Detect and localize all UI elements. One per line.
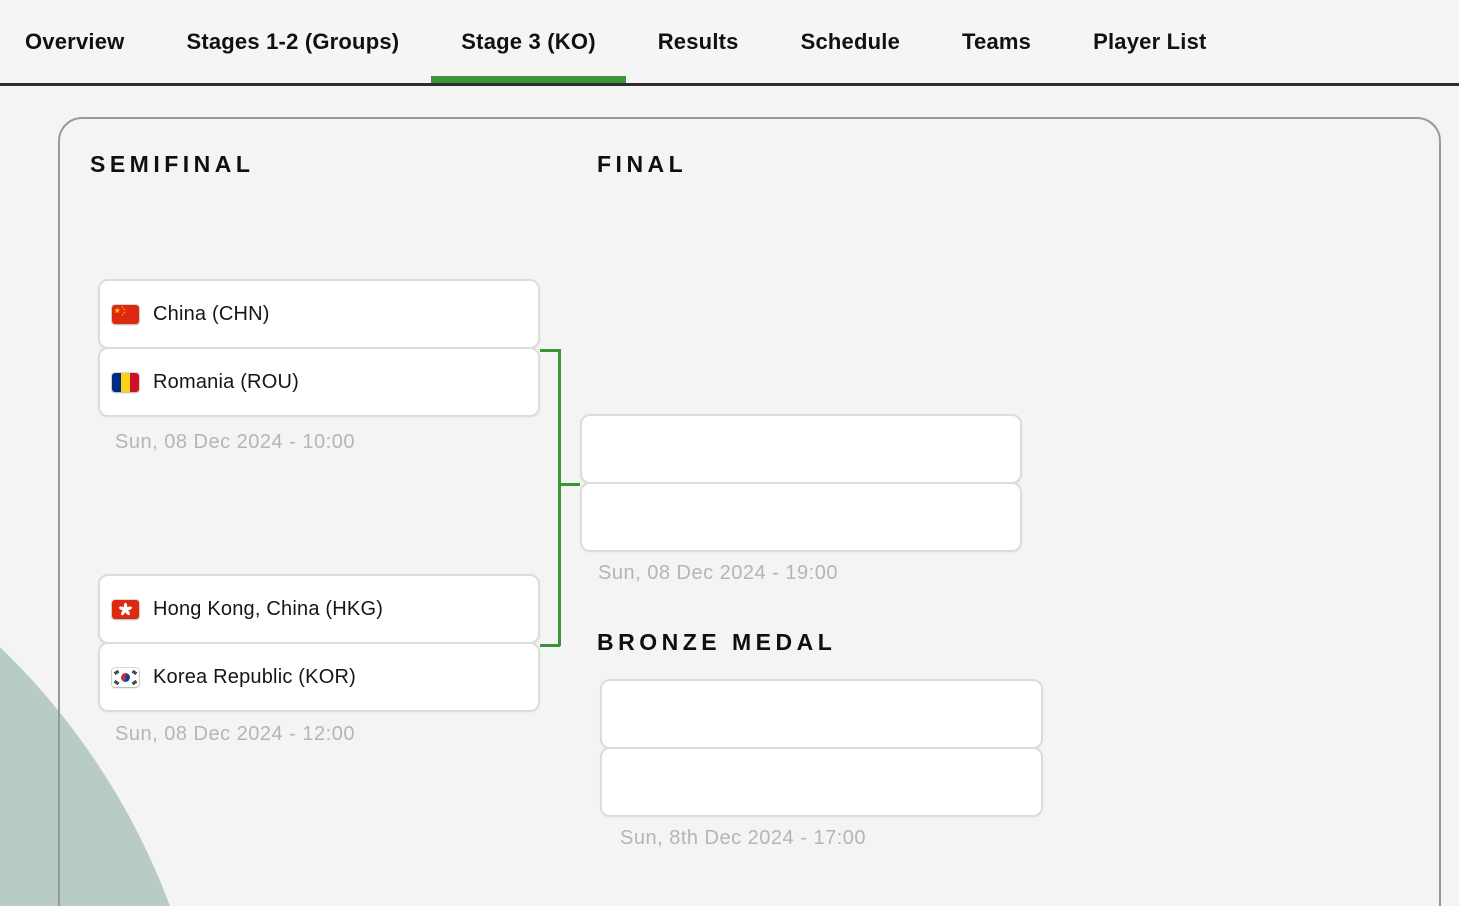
semifinal-match-2-datetime: Sun, 08 Dec 2024 - 12:00 bbox=[115, 723, 355, 745]
connector-semifinal-2 bbox=[540, 644, 560, 647]
connector-vertical bbox=[558, 349, 561, 646]
team-name: China (CHN) bbox=[153, 302, 270, 325]
tab-results[interactable]: Results bbox=[657, 28, 739, 54]
hong-kong-flag-icon bbox=[112, 599, 139, 619]
team-name: Korea Republic (KOR) bbox=[153, 665, 356, 688]
team-row-korea: Korea Republic (KOR) bbox=[98, 642, 540, 712]
final-team-slot-2 bbox=[580, 482, 1022, 552]
korea-flag-icon bbox=[112, 667, 139, 687]
bracket-panel: SEMIFINAL FINAL BRONZE MEDAL bbox=[58, 117, 1441, 906]
tab-schedule[interactable]: Schedule bbox=[800, 28, 901, 54]
tab-stage-3-ko[interactable]: Stage 3 (KO) bbox=[431, 0, 627, 83]
bronze-medal-heading: BRONZE MEDAL bbox=[597, 629, 837, 655]
connector-to-final bbox=[560, 483, 580, 486]
team-row-china: China (CHN) bbox=[98, 279, 540, 349]
team-row-hong-kong: Hong Kong, China (HKG) bbox=[98, 574, 540, 644]
tab-player-list[interactable]: Player List bbox=[1093, 28, 1207, 54]
final-match-card[interactable] bbox=[580, 414, 1022, 552]
tab-overview[interactable]: Overview bbox=[25, 28, 125, 54]
semifinal-heading: SEMIFINAL bbox=[90, 151, 255, 177]
tab-teams[interactable]: Teams bbox=[962, 28, 1032, 54]
semifinal-match-1-datetime: Sun, 08 Dec 2024 - 10:00 bbox=[115, 431, 355, 453]
romania-flag-icon bbox=[112, 372, 139, 392]
bronze-medal-match-card[interactable] bbox=[600, 679, 1043, 817]
connector-semifinal-1 bbox=[540, 349, 560, 352]
bronze-medal-match-datetime: Sun, 8th Dec 2024 - 17:00 bbox=[620, 827, 866, 849]
bronze-team-slot-2 bbox=[600, 747, 1043, 817]
semifinal-match-1-card[interactable]: China (CHN) Romania (ROU) bbox=[98, 279, 540, 417]
team-name: Romania (ROU) bbox=[153, 370, 299, 393]
tab-bar: Overview Stages 1-2 (Groups) Stage 3 (KO… bbox=[0, 0, 1459, 86]
final-team-slot-1 bbox=[580, 414, 1022, 484]
final-heading: FINAL bbox=[597, 151, 688, 177]
team-name: Hong Kong, China (HKG) bbox=[153, 597, 384, 620]
team-row-romania: Romania (ROU) bbox=[98, 347, 540, 417]
tab-stages-1-2-groups[interactable]: Stages 1-2 (Groups) bbox=[186, 28, 400, 54]
final-match-datetime: Sun, 08 Dec 2024 - 19:00 bbox=[598, 562, 838, 584]
bronze-team-slot-1 bbox=[600, 679, 1043, 749]
china-flag-icon bbox=[112, 304, 139, 324]
semifinal-match-2-card[interactable]: Hong Kong, China (HKG) bbox=[98, 574, 540, 712]
